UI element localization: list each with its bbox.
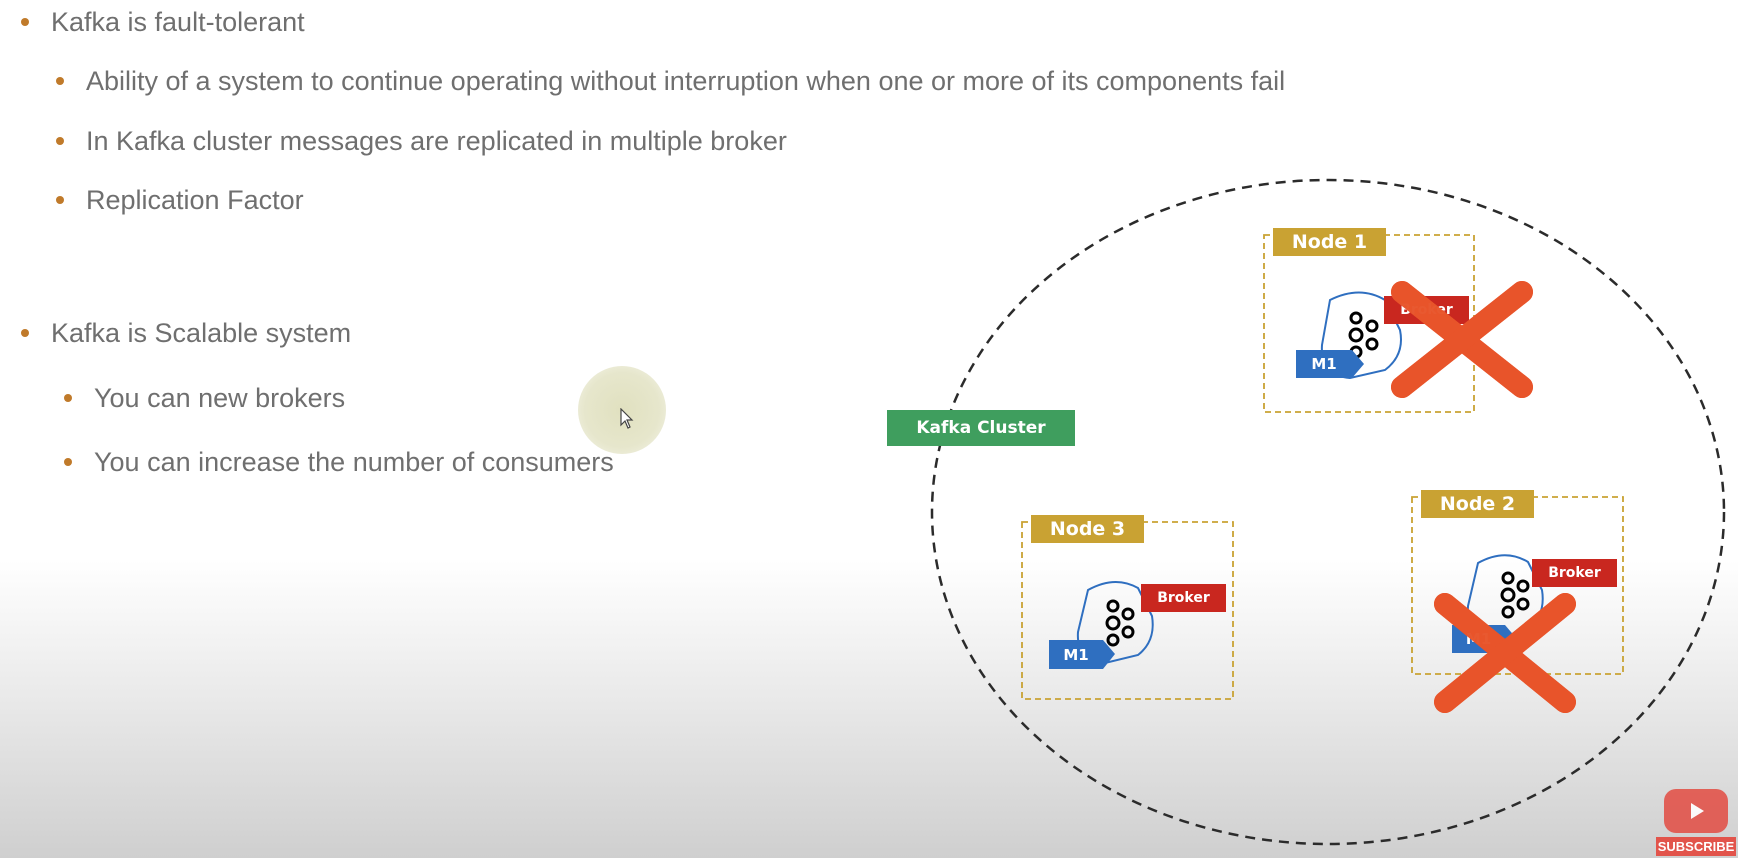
bullet-fault-tolerant: Kafka is fault-tolerant [21,7,305,37]
kafka-logo-icon [1348,311,1379,359]
bullet-dot [56,77,64,85]
node-2-label: Node 2 [1439,493,1516,515]
cluster-label: Kafka Cluster [916,418,1046,438]
node-3-label: Node 3 [1049,518,1126,540]
bullet-ability: Ability of a system to continue operatin… [56,66,1286,96]
kafka-logo-icon [1500,571,1530,619]
node-2 [1411,490,1624,713]
node-2-message-label: M1 [1465,630,1492,648]
node-2-label-box [1421,490,1534,518]
bullet-dot [64,394,72,402]
bullet-text: You can increase the number of consumers [94,447,614,477]
node-3-broker-label: Broker [1157,590,1210,606]
bullet-new-brokers: You can new brokers [64,383,346,413]
node-3-label-box [1031,515,1144,543]
bullet-replication-factor: Replication Factor [56,185,304,215]
bullet-text: Replication Factor [86,185,304,215]
play-icon [1664,789,1728,833]
bullet-dot [56,196,64,204]
node-1-message-label: M1 [1311,355,1337,373]
bullet-dot [64,458,72,466]
message-box [1296,350,1364,378]
cluster-label-box [887,410,1075,446]
subscribe-watermark[interactable]: SUBSCRIBE [1656,789,1736,856]
cluster-boundary [930,178,1726,846]
bullet-increase-consumers: You can increase the number of consumers [64,447,614,477]
node-3-message-label: M1 [1063,645,1089,664]
node-1-broker-label: Broker [1400,302,1453,318]
node-2-broker-label: Broker [1548,565,1601,581]
bullet-replicated: In Kafka cluster messages are replicated… [56,126,787,156]
message-box [1049,640,1115,669]
subscribe-label: SUBSCRIBE [1656,837,1736,856]
bullet-text: Kafka is fault-tolerant [51,7,305,37]
bullet-text: Ability of a system to continue operatin… [86,66,1286,96]
bullet-text: In Kafka cluster messages are replicated… [86,126,787,156]
bullet-dot [21,18,29,26]
bullet-text: You can new brokers [94,383,346,413]
broker-box [1532,559,1617,587]
bullet-scalable: Kafka is Scalable system [21,318,352,348]
bullet-text: Kafka is Scalable system [51,318,352,348]
broker-box [1141,584,1226,612]
node-3 [1021,515,1234,700]
node-1-label-box [1273,228,1386,256]
bullet-dot [56,137,64,145]
mouse-cursor-icon [620,408,634,429]
bullet-dot [21,329,29,337]
node-1-label: Node 1 [1291,231,1368,253]
kafka-logo-icon [1105,599,1135,647]
